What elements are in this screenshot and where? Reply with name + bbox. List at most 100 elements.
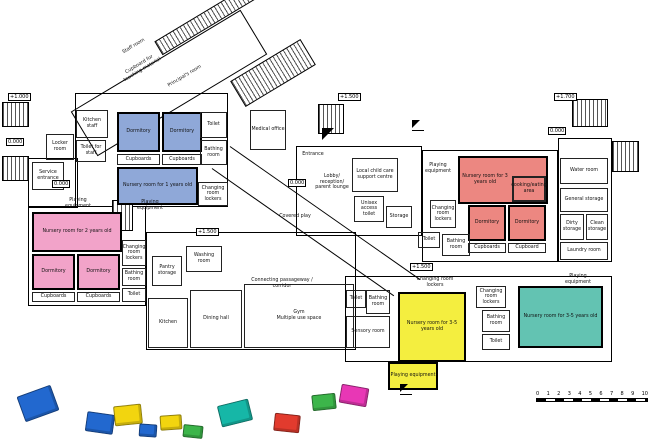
cupboards-red-1-label: Cupboards <box>474 245 500 251</box>
scale-tick: 5 <box>588 391 592 397</box>
cupboards-blue-1-label: Cupboards <box>125 156 152 162</box>
lego-block-decoration <box>138 423 158 438</box>
label-playing-equipment-left: Playing equipment <box>65 198 91 209</box>
sensory-room-label: Sensory room <box>351 329 385 335</box>
lego-block-decoration <box>113 403 143 427</box>
label-playing-equipment-right: Playing equipment <box>425 163 451 174</box>
local-child-care-support-centre-label: Local child care support centre <box>356 169 394 180</box>
nursery-room-3-years-label: Nursery room for 3 years old <box>462 174 508 185</box>
locker-room: Locker room <box>46 134 74 160</box>
label-lobby: Lobby/ reception/ parent lounge <box>315 174 349 191</box>
dormitory-red-1-label: Dormitory <box>474 220 500 226</box>
label-playing-equipment-teal: Playing equipment <box>565 274 591 285</box>
section-marker-icon <box>412 120 424 131</box>
bathing-room-pink-label: Bathing room <box>124 271 144 282</box>
nursery-room-3-5-years-b: Nursery room for 3-5 years old <box>518 286 603 348</box>
playing-equipment-yellow: Playing equipment <box>388 362 438 390</box>
scale-tick: 9 <box>631 391 635 397</box>
scale-tick: 6 <box>599 391 603 397</box>
nursery-room-3-5-years-a-label: Nursery room for 3-5 years old <box>406 321 458 332</box>
nursery-room-1-years-label: Nursery room for 1 years old <box>122 183 193 189</box>
kitchen-staff: Kitchen staff <box>76 110 108 138</box>
changing-room-teal-label: Changing room lockers <box>479 288 503 305</box>
kitchen-label: Kitchen <box>158 320 178 326</box>
unisex-access-toilet-label: Unisex access toilet <box>360 200 378 217</box>
clean-storage-label: Clean storage <box>587 221 607 232</box>
nursery-room-2-years: Nursery room for 2 years old <box>32 212 122 252</box>
bathing-room-bottom: Bathing room <box>366 290 390 314</box>
toilet-blue-label: Toilet <box>207 122 220 128</box>
dirty-storage: Dirty storage <box>560 214 584 240</box>
cupboards-pink-2: Cupboards <box>77 292 120 302</box>
medical-office-label: Medical office <box>251 127 285 133</box>
toilet-bottom-label: Toilet <box>349 296 363 302</box>
dormitory-pink-1: Dormitory <box>32 254 75 290</box>
scale-tick: 0 <box>536 391 540 397</box>
dormitory-pink-2: Dormitory <box>77 254 120 290</box>
kitchen: Kitchen <box>148 298 188 348</box>
lego-block-decoration <box>159 414 183 431</box>
bathing-room-blue-label: Bathing room <box>204 146 223 158</box>
elevation-marker: +1.700 <box>554 93 577 102</box>
cupboards-red-1: Cupboards <box>468 243 506 253</box>
toilet-red-label: Toilet <box>422 237 436 243</box>
cooking-eating-area-label: cooking/eating area <box>511 183 547 194</box>
cooking-eating-area: cooking/eating area <box>511 176 547 202</box>
wall-bottom-right-block <box>345 276 612 362</box>
service-entrance: Service entrance <box>32 162 64 190</box>
elevation-marker: 0.000 <box>6 138 25 147</box>
general-storage-label: General storage <box>564 197 604 203</box>
scale-tick: 7 <box>609 391 614 397</box>
stairs-left-lower <box>2 156 29 181</box>
locker-room-label: Locker room <box>52 141 68 152</box>
pantry-storage-label: Pantry storage <box>157 265 177 276</box>
general-storage: General storage <box>560 188 608 212</box>
wall-service-block <box>28 158 78 208</box>
scale-tick: 8 <box>620 391 624 397</box>
toilet-teal-label: Toilet <box>489 339 503 345</box>
lego-block-decoration <box>311 392 337 412</box>
gym-label: Gym Multiple use space <box>276 310 322 321</box>
changing-room-teal: Changing room lockers <box>476 286 506 308</box>
wall-lobby-block <box>296 146 422 236</box>
washing-room-label: Washing room <box>193 253 215 264</box>
elevation-marker: 0.000 <box>52 180 71 189</box>
cupboards-blue-2-label: Cupboards <box>169 156 195 162</box>
wall-red-block <box>422 150 558 262</box>
scale-tick: 4 <box>578 391 582 397</box>
scale-tick: 1 <box>546 391 550 397</box>
water-room-label: Water room <box>569 168 599 174</box>
changing-room-red-label: Changing room lockers <box>431 205 455 222</box>
bathing-room-pink: Bathing room <box>122 268 146 286</box>
clean-storage: Clean storage <box>586 214 608 240</box>
scale-tick: 3 <box>567 391 571 397</box>
lego-block-decoration <box>338 383 370 408</box>
playing-equipment-yellow-label: Playing equipment <box>390 373 436 379</box>
lego-block-decoration <box>182 423 204 440</box>
kitchen-staff-label: Kitchen staff <box>82 118 102 129</box>
lego-block-decoration <box>273 412 301 434</box>
laundry-room-label: Laundry room <box>567 248 601 254</box>
cupboards-blue-2: Cupboards <box>162 154 202 165</box>
scale-bar-stripe <box>536 398 648 402</box>
local-child-care-support-centre: Local child care support centre <box>352 158 398 192</box>
cupboard-red-2-label: Cupboard <box>515 245 539 251</box>
elevation-marker: +1.500 <box>410 263 433 272</box>
label-playing-equipment-mid: Playing equipment <box>137 200 163 211</box>
pantry-storage: Pantry storage <box>152 256 182 286</box>
toilet-blue: Toilet <box>200 112 227 138</box>
toilet-for-staff-label: Toilet for staff <box>80 145 102 156</box>
washing-room: Washing room <box>186 246 222 272</box>
elevation-marker: +1.000 <box>8 93 31 102</box>
lego-block-decoration <box>84 411 116 435</box>
dirty-storage-label: Dirty storage <box>562 221 582 232</box>
stairs-right <box>612 141 639 172</box>
cupboards-pink-1: Cupboards <box>32 292 75 302</box>
bathing-room-blue: Bathing room <box>200 140 227 165</box>
stairs-top-right <box>572 99 608 127</box>
dormitory-red-2-label: Dormitory <box>514 220 540 226</box>
nursery-room-2-years-label: Nursery room for 2 years old <box>42 229 112 235</box>
changing-room-blue: Changing room lockers <box>198 182 228 206</box>
